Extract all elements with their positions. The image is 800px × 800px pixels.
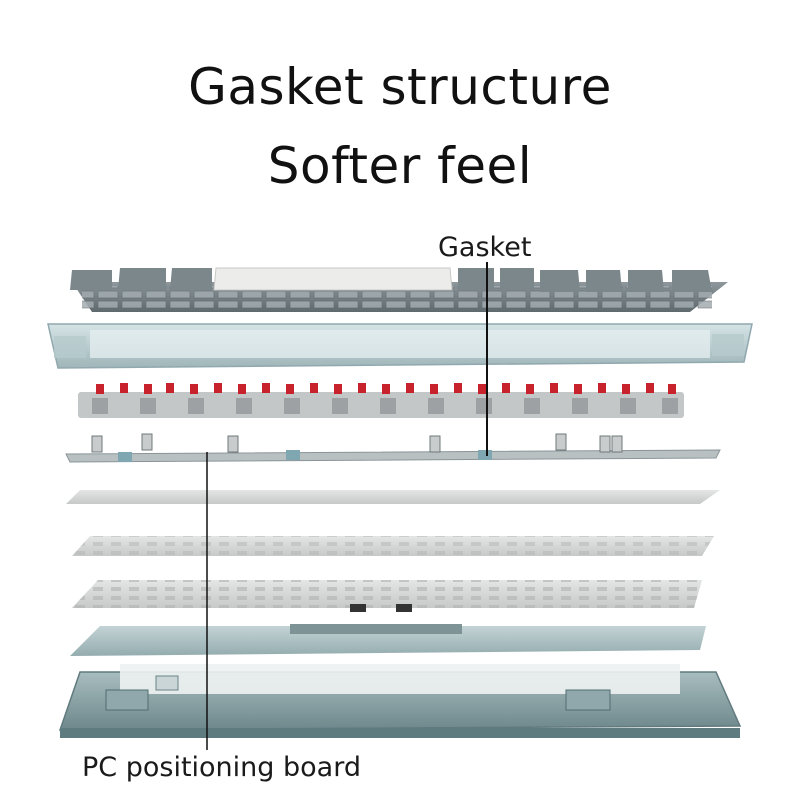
- plate-layer-3: [72, 580, 702, 612]
- headline-line-2: Softer feel: [267, 137, 533, 195]
- keycaps-layer: [70, 267, 728, 312]
- pcb-layer: [70, 624, 706, 656]
- headline-line-1: Gasket structure: [188, 58, 612, 116]
- pc-positioning-board-layer: [65, 433, 721, 463]
- plate-layer-2: [72, 536, 714, 556]
- top-case-layer: [47, 323, 753, 369]
- switches-layer: [78, 383, 684, 418]
- gasket-label: Gasket: [438, 232, 532, 263]
- pc-positioning-board-label: PC positioning board: [82, 752, 361, 783]
- plate-layer-1: [66, 490, 720, 504]
- bottom-case-layer: [58, 664, 742, 738]
